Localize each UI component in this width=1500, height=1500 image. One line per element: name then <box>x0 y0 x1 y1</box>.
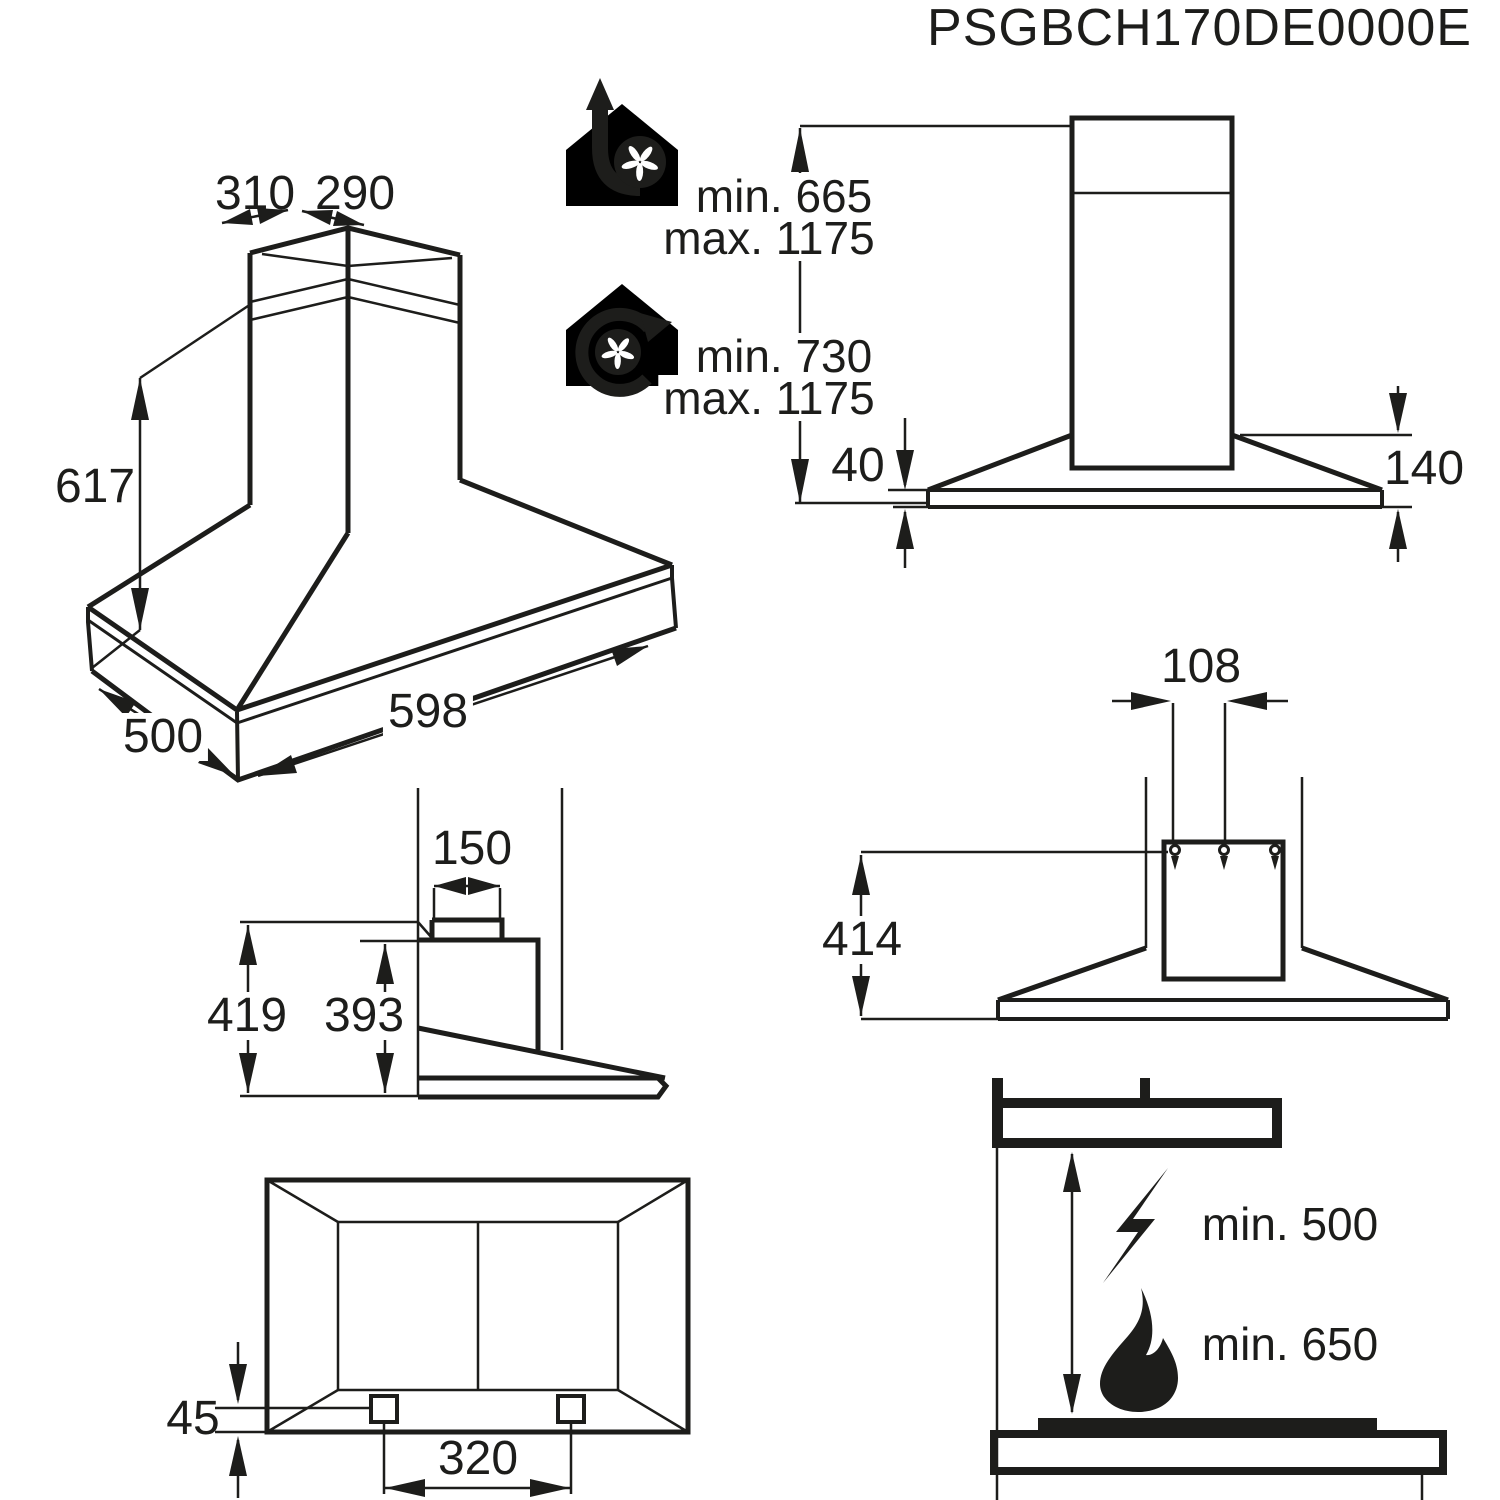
product-code: PSGBCH170DE0000E <box>927 0 1472 57</box>
dim-393-label: 393 <box>318 992 410 1040</box>
recirculation-max-label: max. 1175 <box>658 375 880 421</box>
extraction-min-label: min. 665 <box>690 173 878 219</box>
dim-140-label: 140 <box>1383 442 1465 495</box>
house-exhaust-fan-icon <box>566 78 678 206</box>
fan-blades-icon <box>621 145 658 181</box>
dim-320-label: 320 <box>437 1432 519 1485</box>
dim-598-label: 598 <box>382 688 474 736</box>
fixing-hole-icon <box>369 1394 586 1424</box>
clearance-view-drawing <box>990 1078 1447 1500</box>
dim-419-label: 419 <box>201 992 293 1040</box>
front-view-drawing <box>852 692 1450 1021</box>
keyhole-slot-icon <box>1169 844 1281 870</box>
dim-617-label: 617 <box>54 460 136 513</box>
extraction-max-label: max. 1175 <box>658 215 880 261</box>
dim-150-label: 150 <box>431 822 513 875</box>
side-view-drawing <box>791 115 1412 568</box>
dim-108-label: 108 <box>1160 640 1242 693</box>
house-recirculation-fan-icon <box>566 284 678 397</box>
dim-40-label: 40 <box>831 439 885 492</box>
dim-500-label: 500 <box>117 713 209 761</box>
dim-414-label: 414 <box>816 916 908 964</box>
dim-290-label: 290 <box>314 167 396 220</box>
dim-310-label: 310 <box>214 167 296 220</box>
perspective-view-drawing <box>86 208 678 783</box>
bottom-view-drawing <box>215 1177 691 1498</box>
recirculation-min-label: min. 730 <box>690 333 878 379</box>
dim-45-label: 45 <box>166 1392 220 1445</box>
flame-icon <box>1100 1288 1178 1412</box>
fan-blades-icon <box>601 337 635 369</box>
electric-clearance-label: min. 500 <box>1201 1198 1379 1250</box>
gas-clearance-label: min. 650 <box>1201 1318 1379 1370</box>
lightning-icon <box>1103 1168 1168 1283</box>
